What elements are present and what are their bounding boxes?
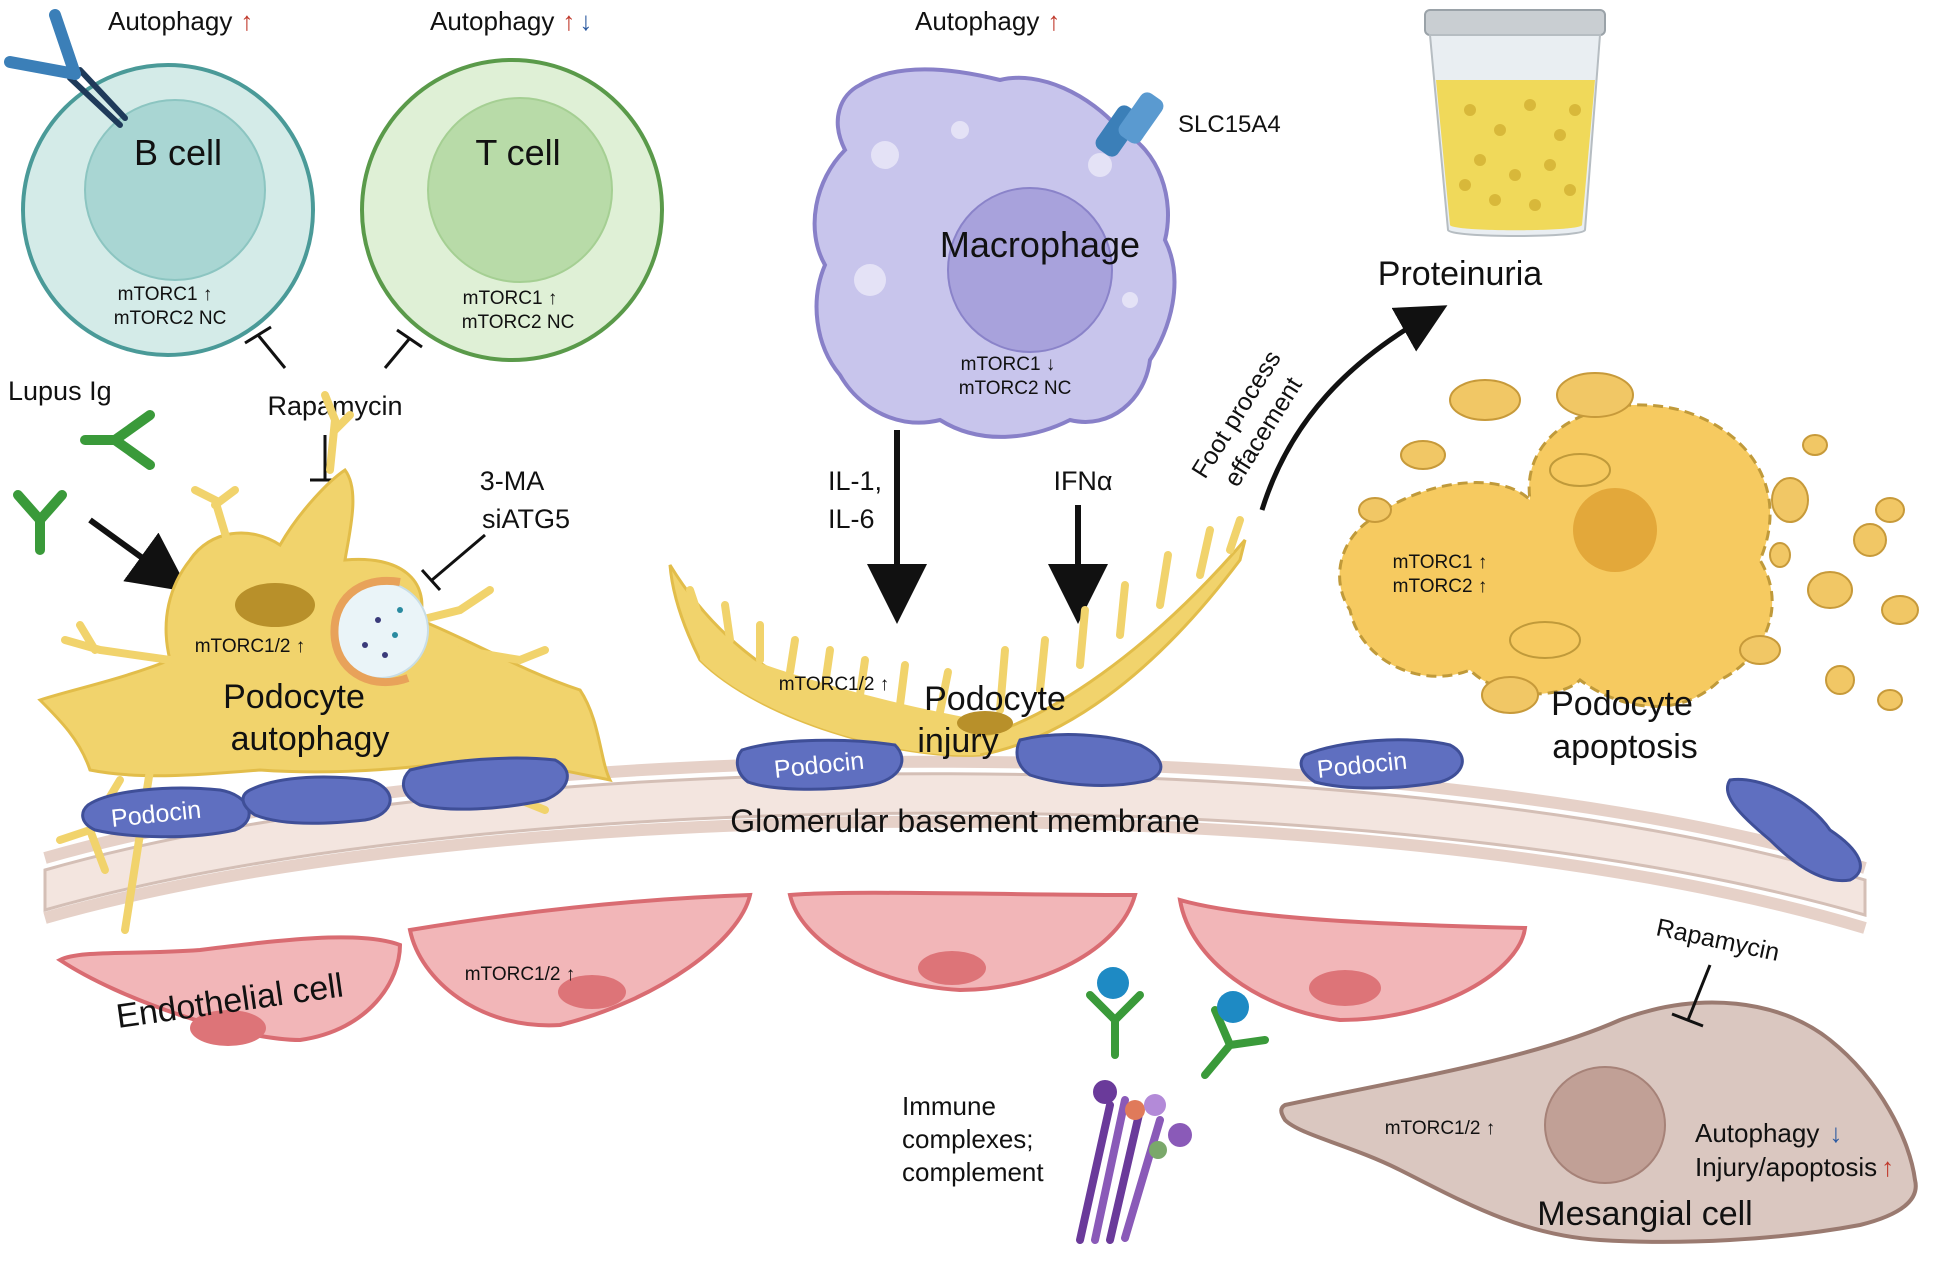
t-cell-mtorc1: mTORC1 ↑ [463,288,558,309]
podocin-1: Podocin [81,786,251,839]
macrophage-mtorc2: mTORC2 NC [959,378,1072,399]
podocyte-autophagy-label-1: Podocyte [223,678,365,716]
gbm-label: Glomerular basement membrane [730,803,1200,839]
cytokine-il6: IL-6 [828,504,875,534]
foot-process-effacement: Foot process effacement [1186,305,1448,511]
mesangial-autophagy: Autophagy [1695,1118,1819,1148]
b-cell-mtorc1: mTORC1 ↑ [118,284,213,305]
inhibitor-3ma: 3-MA [480,466,545,496]
podocyte-injury-label-2: injury [917,722,998,760]
mesangial-injury: Injury/apoptosis [1695,1152,1877,1182]
podocin-2: Podocin [735,738,904,791]
podocin-molecules: Podocin Podocin Podocin [81,733,1862,883]
macrophage-label: Macrophage [940,224,1140,265]
svg-text:Autophagy↑↓: Autophagy ↑↓ [430,6,592,36]
cytokine-arrows: IL-1, IL-6 IFNα [828,430,1113,624]
mesangial-cell: mTORC1/2 ↑ Autophagy↓ Injury/apoptosis↑ … [1279,913,1918,1244]
mesangial-autophagy-down: ↓ [1829,1118,1842,1148]
podocyte-apoptosis: mTORC1 ↑ mTORC2 ↑ Podocyte apoptosis [1338,372,1919,766]
t-cell-label: T cell [475,132,560,173]
mesangial-label: Mesangial cell [1537,1195,1752,1233]
mesangial-injury-up: ↑ [1881,1152,1894,1182]
autophagosome-icon [330,576,429,686]
svg-text:Injury/apoptosis↑: Injury/apoptosis↑ [1695,1152,1894,1182]
b-cell-mtorc2: mTORC2 NC [114,308,227,329]
macrophage-autophagy-up: ↑ [1047,6,1060,36]
immune-complexes: Immune complexes; complement [902,967,1269,1244]
t-cell: T cell mTORC1 ↑ mTORC2 NC Autophagy ↑↓ [360,6,664,362]
podocyte-apoptosis-mtorc1: mTORC1 ↑ [1393,552,1488,573]
b-cell-receptor-icon [4,9,128,128]
podocyte-apoptosis-label-1: Podocyte [1551,685,1693,723]
lupus-ig-label: Lupus Ig [8,376,112,406]
autophagy-inhibitors: 3-MA siATG5 [420,466,570,592]
b-cell-autophagy: Autophagy [108,6,232,36]
mesangial-mtorc: mTORC1/2 ↑ [1385,1118,1496,1139]
t-cell-autophagy: Autophagy [430,6,554,36]
immune-complex-icon-1 [1086,967,1144,1059]
slc15a4-label: SLC15A4 [1178,111,1281,138]
immune-label-3: complement [902,1157,1044,1187]
antibody-icon-2 [13,490,67,555]
t-cell-autophagy-up: ↑ [562,6,575,36]
complement-icon [1076,1080,1192,1244]
immune-complex-icon-2 [1201,991,1269,1079]
podocyte-injury: mTORC1/2 ↑ Podocyte injury [668,516,1247,760]
macrophage-autophagy: Autophagy [915,6,1039,36]
antibody-icon [80,410,155,470]
svg-text:Foot process effacement: Foot process effacement [1186,340,1317,500]
podocyte-autophagy-label-2: autophagy [231,720,390,758]
immune-label-1: Immune [902,1091,996,1121]
podocyte-injury-mtorc: mTORC1/2 ↑ [779,674,890,695]
mesangial-rapamycin: Rapamycin [1654,913,1782,966]
b-cell: B cell mTORC1 ↑ mTORC2 NC Autophagy ↑ [4,6,315,357]
t-cell-autophagy-down: ↓ [579,6,592,36]
macrophage-mtorc1: mTORC1 ↓ [961,354,1056,375]
b-cell-autophagy-up: ↑ [240,6,253,36]
podocyte-autophagy-mtorc: mTORC1/2 ↑ [195,636,306,657]
podocyte-injury-label-1: Podocyte [924,680,1066,718]
podocyte-apoptosis-label-2: apoptosis [1552,728,1698,766]
inhibitor-siatg5: siATG5 [482,504,570,534]
svg-text:Immune complexes;: Immune complexes; complement [902,1091,1044,1187]
proteinuria-cup-icon [1424,9,1606,237]
lupus-ig: Lupus Ig [8,376,190,593]
svg-text:Autophagy↓: Autophagy ↓ [1695,1118,1842,1148]
macrophage: Macrophage mTORC1 ↓ mTORC2 NC SLC15A4 Au… [812,6,1281,439]
podocyte-apoptosis-mtorc2: mTORC2 ↑ [1393,576,1488,597]
svg-text:Autophagy↑: Autophagy ↑ [108,6,253,36]
t-cell-mtorc2: mTORC2 NC [462,312,575,333]
b-cell-label: B cell [134,132,222,173]
cytokine-il1: IL-1, [828,466,882,496]
immune-label-2: complexes; [902,1124,1034,1154]
slc15a4-transporter-icon [1095,92,1164,157]
ifn-alpha-label: IFNα [1053,466,1112,496]
endothelial-mtorc: mTORC1/2 ↑ [465,964,576,985]
svg-text:Autophagy↑: Autophagy ↑ [915,6,1060,36]
endothelial-cells: Endothelial cell mTORC1/2 ↑ [56,890,1528,1046]
podocin-3: Podocin [1299,738,1464,790]
proteinuria-label: Proteinuria [1378,255,1543,293]
